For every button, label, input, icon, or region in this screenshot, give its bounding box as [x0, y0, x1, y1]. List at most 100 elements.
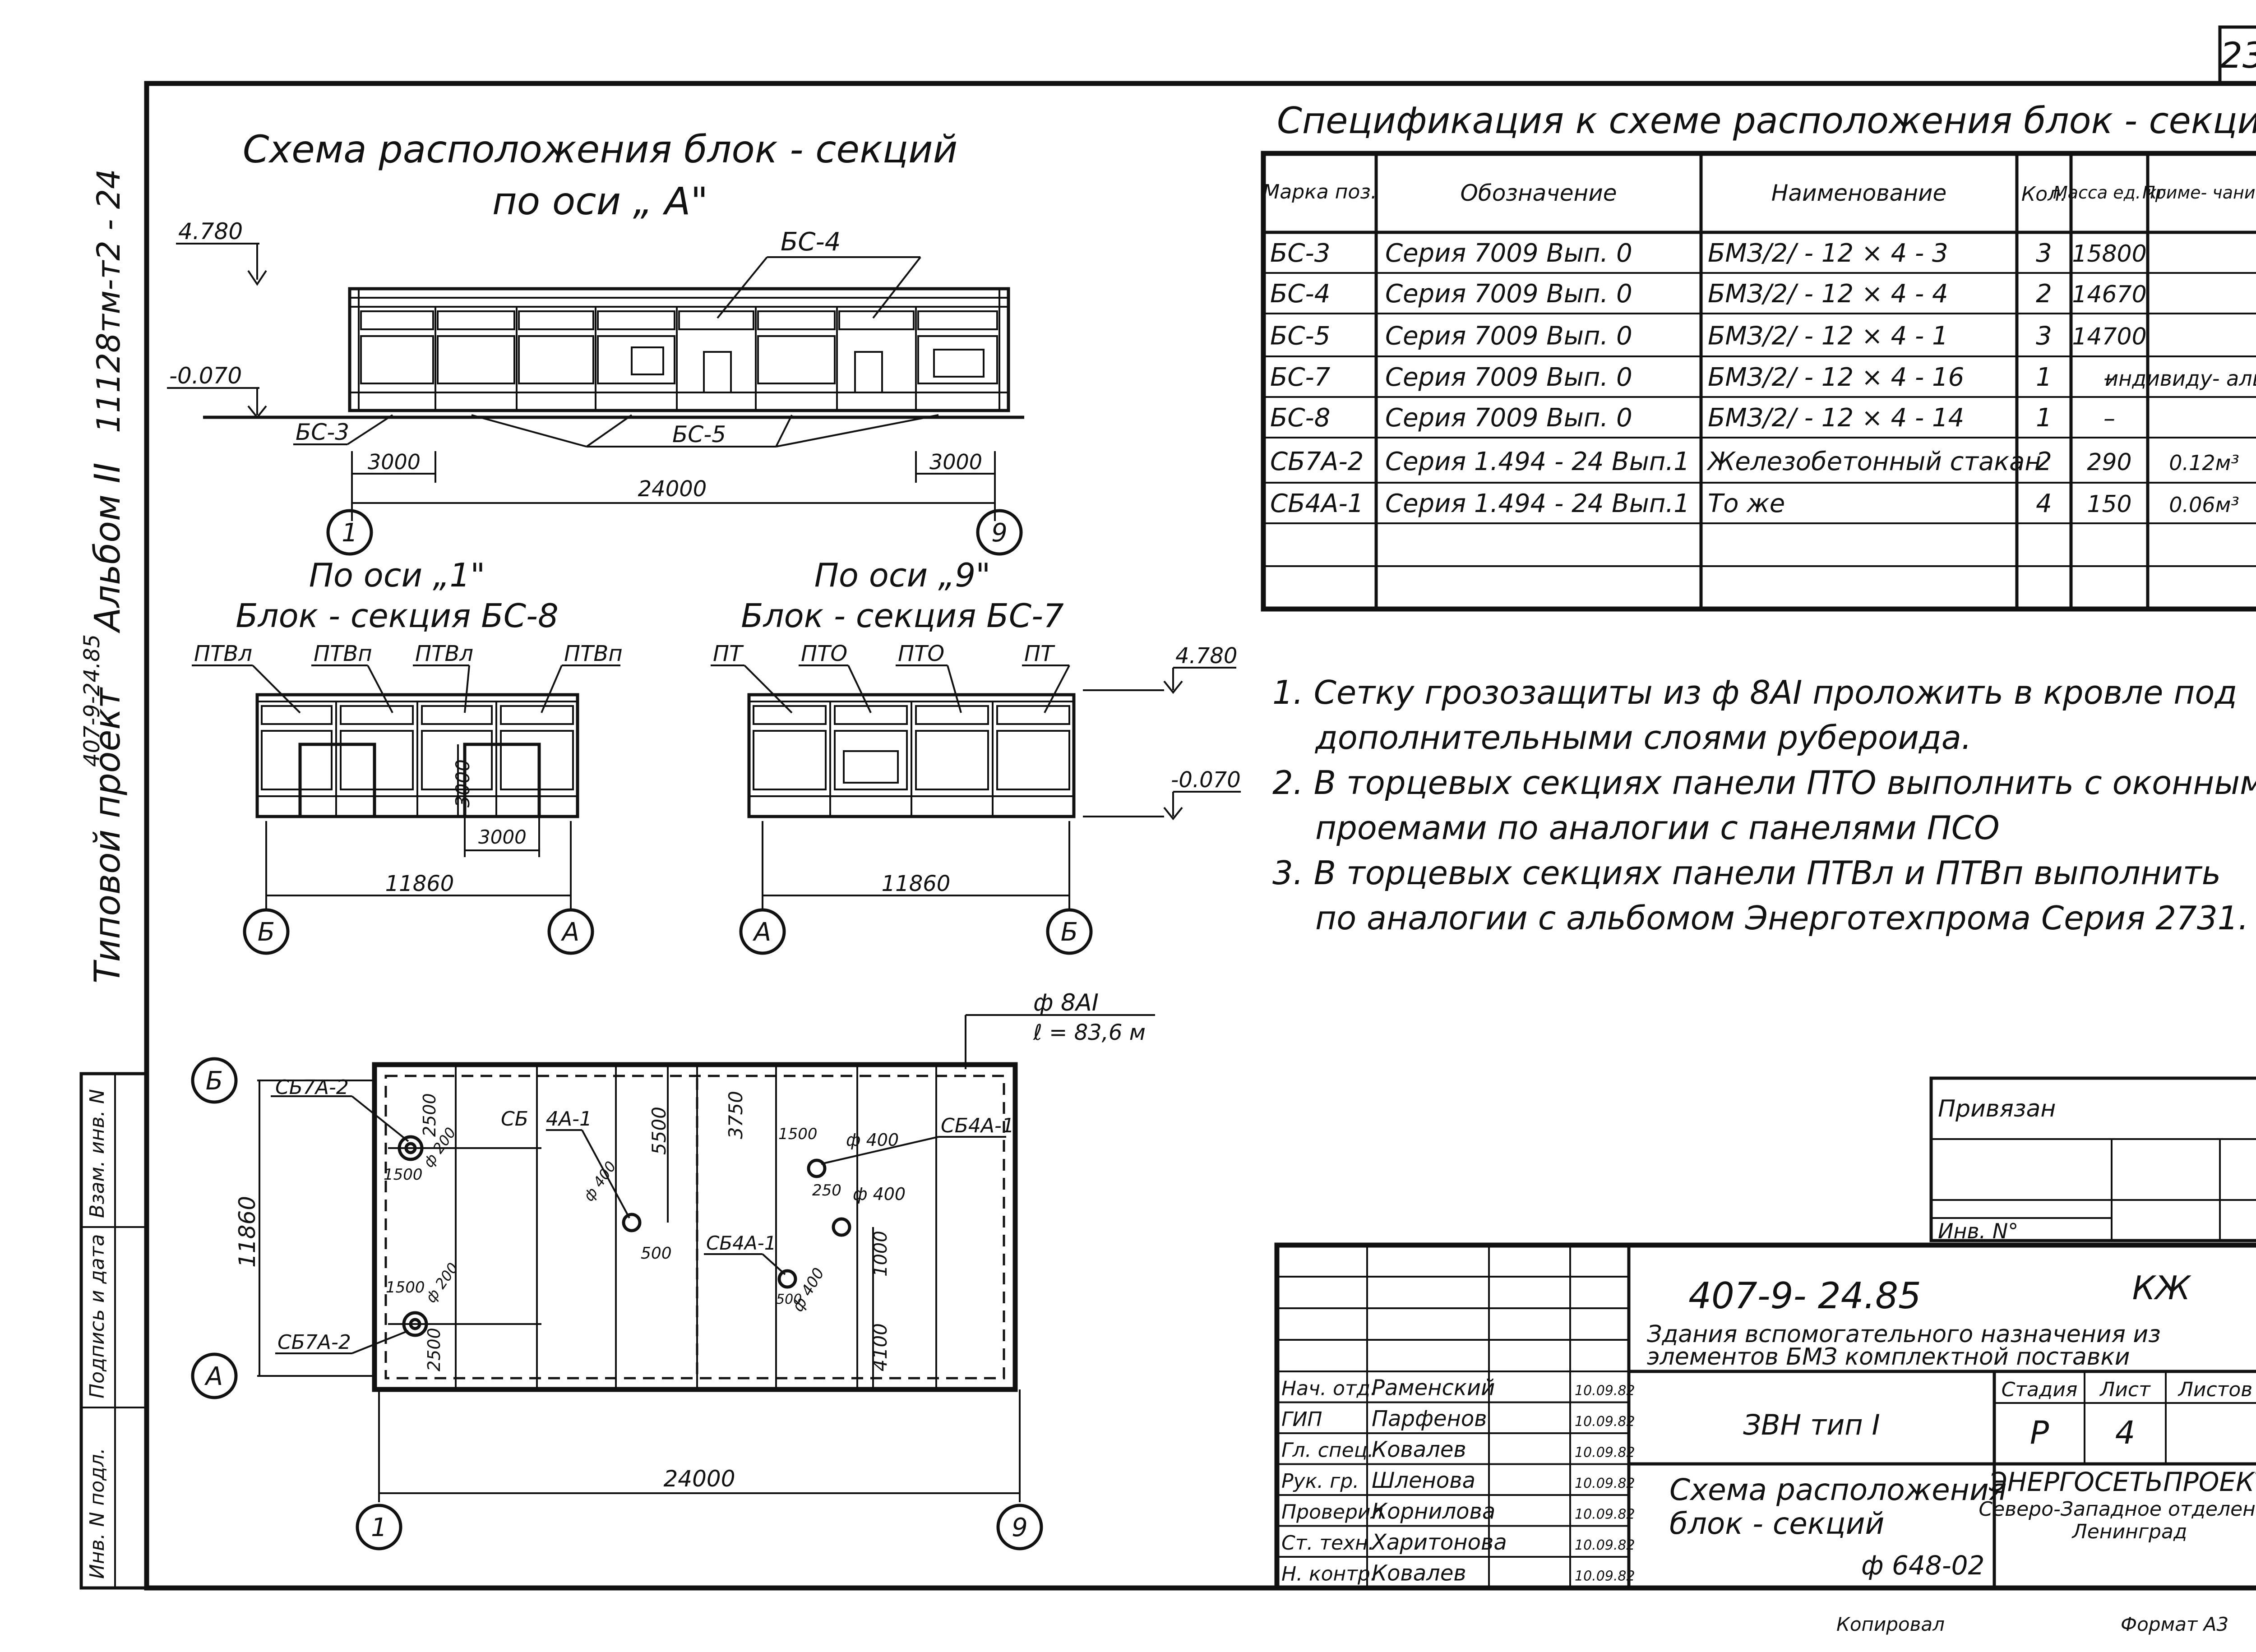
notes: 1. Сетку грозозащиты из ф 8АI проложить … — [1272, 674, 2256, 937]
tb-person-date: 10.09.82 — [1575, 1476, 1635, 1491]
spec-cell-r1-c1: Серия 7009 Вып. 0 — [1385, 279, 1632, 309]
spec-cell-r6-c4: 150 — [2087, 491, 2131, 518]
tb-object: ЗВН тип I — [1743, 1408, 1880, 1441]
tb-person-name: Корнилова — [1372, 1499, 1495, 1524]
spec-cell-r3-c1: Серия 7009 Вып. 0 — [1385, 363, 1632, 392]
spec-cell-r2-c4: 14700 — [2072, 323, 2146, 350]
elevation-a-dim-total: 24000 — [638, 476, 707, 502]
tb-mark: КЖ — [2132, 1269, 2192, 1307]
note-line-4: проемами по аналогии с панелями ПСО — [1315, 809, 2000, 847]
note-line-6: по аналогии с альбомом Энерготехпрома Се… — [1315, 899, 2248, 937]
tb-person-date: 10.09.82 — [1575, 1383, 1635, 1399]
plan-dim-5500: 5500 — [648, 1107, 670, 1155]
spec-header-mark: Марка поз. — [1262, 180, 1377, 203]
section-9-axis-a: А — [753, 918, 771, 947]
tb-person-role: Ст. техн. — [1281, 1532, 1374, 1555]
plan-dim-2500-top: 2500 — [420, 1093, 439, 1137]
elevation-a-axis-1-bubble — [326, 509, 373, 556]
plan-axis-9: 9 — [1012, 1513, 1028, 1542]
section-1-axis-b: Б — [258, 918, 275, 947]
spec-cell-r6-c5: 0.06м³ — [2169, 493, 2239, 517]
spec-cell-r0-c1: Серия 7009 Вып. 0 — [1385, 239, 1632, 268]
tb-person-name: Раменский — [1372, 1375, 1495, 1401]
section-9-label-3: ПТО — [898, 641, 944, 666]
tb-person-date: 10.09.82 — [1575, 1537, 1635, 1553]
plan-dim-2500-bot: 2500 — [424, 1328, 444, 1371]
tb-person-role: Проверил — [1281, 1501, 1383, 1524]
plan-phi400-b: ф 400 — [846, 1130, 899, 1150]
spec-cell-r4-c1: Серия 7009 Вып. 0 — [1385, 403, 1632, 433]
spec-cell-r5-c5: 0.12м³ — [2169, 451, 2239, 475]
spec-table: Спецификация к схеме расположения блок -… — [1261, 100, 2256, 612]
tb-sheet: 4 — [2115, 1414, 2136, 1451]
side-album: Альбом II — [88, 462, 128, 634]
spec-cell-r4-c2: БМЗ/2/ - 12 × 4 - 14 — [1708, 403, 1964, 433]
plan-dim-500-a: 500 — [641, 1244, 672, 1263]
spec-cell-r6-c3: 4 — [2036, 489, 2052, 518]
plan-dim-1500-a: 1500 — [384, 1166, 423, 1184]
plan-axis-a: А — [204, 1362, 223, 1391]
tb-person-name: Парфенов — [1372, 1406, 1487, 1431]
spec-cell-r2-c1: Серия 7009 Вып. 0 — [1385, 321, 1632, 351]
section-1-label-3: ПТВл — [415, 641, 473, 666]
spec-cell-r5-c3: 2 — [2036, 447, 2052, 476]
elevation-a-ground-level: -0.070 — [169, 363, 242, 389]
spec-cell-r5-c4: 290 — [2087, 449, 2131, 476]
plan-phi400-a: ф 400 — [580, 1158, 619, 1204]
section-1-label-4: ПТВп — [564, 641, 623, 666]
spec-cell-r5-c1: Серия 1.494 - 24 Вып.1 — [1385, 447, 1690, 476]
spec-cell-r3-c5: индивиду- альная — [2105, 366, 2256, 391]
tb-stage: Р — [2030, 1414, 2049, 1451]
tb-person-name: Ковалев — [1372, 1437, 1466, 1463]
section-1-dim-v: 3000 — [452, 759, 474, 808]
tb-sheets-header: Листов — [2177, 1378, 2252, 1401]
side-col-sign: Подпись и дата — [86, 1234, 109, 1398]
tb-stage-header: Стадия — [2002, 1378, 2078, 1401]
tb-person-role: Н. контр. — [1281, 1563, 1377, 1586]
side-col-replace: Взам. инв. N — [86, 1089, 109, 1218]
footer-copied: Копировал — [1836, 1613, 1945, 1635]
spec-header-designation: Обозначение — [1461, 180, 1617, 206]
plan-phi400-c: ф 400 — [853, 1184, 906, 1204]
plan-axis-a-bubble — [191, 1352, 238, 1399]
elevation-a-subtitle: по оси „ А" — [492, 179, 708, 223]
section-9-label-4: ПТ — [1024, 641, 1055, 666]
elevation-a-axis-9: 9 — [991, 518, 1008, 548]
side-project-type: Типовой проект — [88, 687, 128, 983]
spec-cell-r3-c0: БС-7 — [1270, 363, 1331, 392]
spec-header-mass: Масса ед. кг — [2053, 183, 2166, 203]
plan-label-4a1: 4А-1 — [546, 1107, 592, 1131]
tb-desc-1: Здания вспомогательного назначения из — [1647, 1321, 2161, 1348]
plan-label-sb7a2-bot: СБ7А-2 — [277, 1331, 351, 1354]
elevation-a-dim-left: 3000 — [368, 450, 421, 474]
plan-axis-9-bubble — [996, 1504, 1043, 1550]
plan-grid-length: ℓ = 83,6 м — [1033, 1020, 1146, 1045]
section-9-top-level: 4.780 — [1175, 643, 1237, 669]
spec-cell-r1-c0: БС-4 — [1270, 279, 1330, 309]
plan-dim-1500-c: 1500 — [778, 1125, 818, 1143]
tb-person-date: 10.09.82 — [1575, 1414, 1635, 1430]
page-number-box — [2218, 25, 2256, 85]
spec-cell-r4-c4: – — [2103, 405, 2115, 432]
section-9-subtitle: Блок - секция БС-7 — [741, 597, 1064, 635]
elevation-a-leader-bs4: БС-4 — [781, 227, 841, 257]
section-9-dim-total: 11860 — [882, 871, 951, 896]
spec-cell-r4-c3: 1 — [2036, 403, 2052, 433]
tb-sheet-header: Лист — [2099, 1378, 2151, 1401]
section-1-axis-b-bubble — [243, 908, 290, 955]
section-1-axis-a: А — [561, 918, 579, 947]
note-line-1: 1. Сетку грозозащиты из ф 8АI проложить … — [1272, 674, 2237, 711]
side-col-inv: Инв. N подл. — [86, 1448, 109, 1579]
elevation-a-building — [348, 287, 1010, 412]
elevation-a-top-level: 4.780 — [178, 218, 243, 245]
tb-person-name: Харитонова — [1370, 1530, 1507, 1555]
spec-cell-r0-c2: БМЗ/2/ - 12 × 4 - 3 — [1708, 239, 1948, 268]
section-1-dim-h: 3000 — [478, 826, 527, 848]
spec-cell-r5-c0: СБ7А-2 — [1270, 447, 1364, 476]
tb-person-name: Ковалев — [1372, 1561, 1466, 1586]
tb-drawing-1: Схема расположения — [1669, 1472, 2007, 1507]
spec-cell-r1-c2: БМЗ/2/ - 12 × 4 - 4 — [1708, 279, 1948, 309]
section-1-axis-a-bubble — [547, 908, 594, 955]
section-1-label-2: ПТВп — [314, 641, 372, 666]
